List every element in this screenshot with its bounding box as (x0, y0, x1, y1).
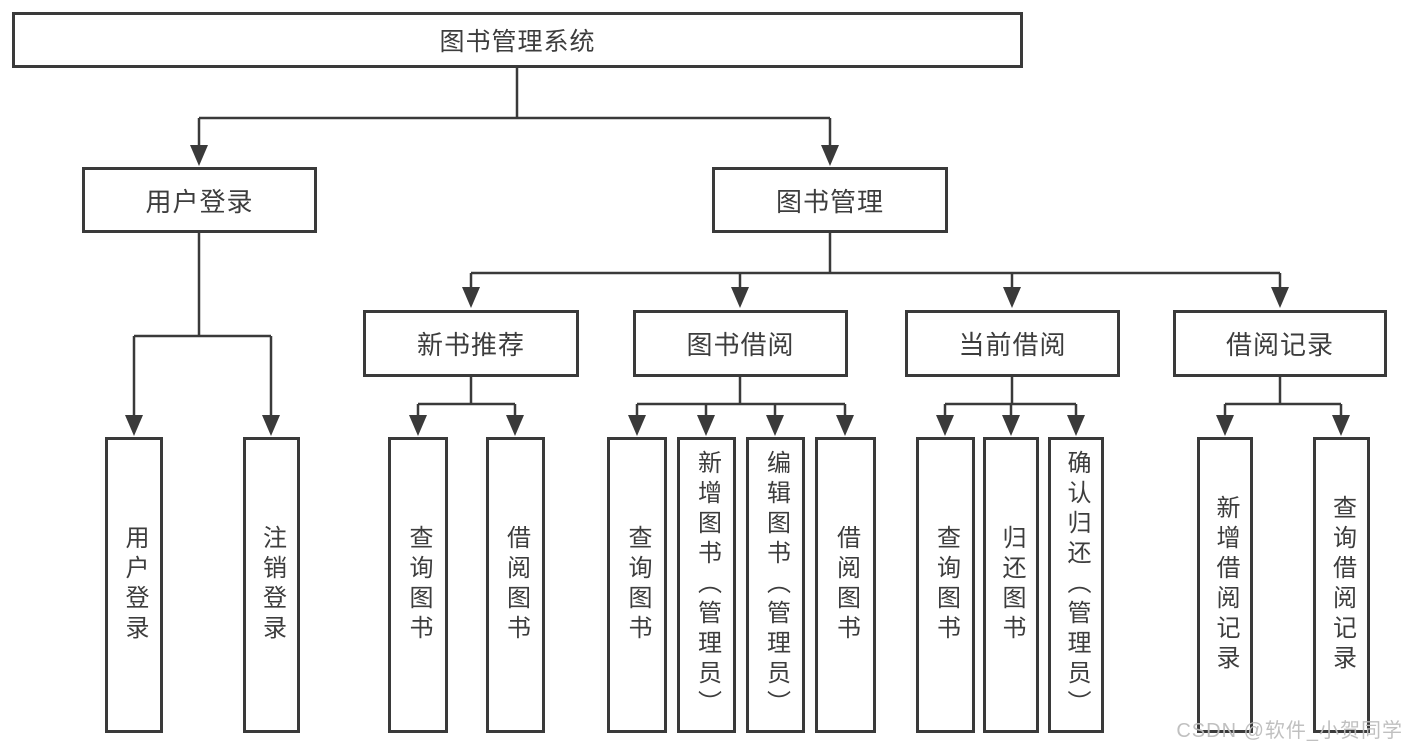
leaf-query-books-recommend: 查询图书 (388, 437, 448, 733)
leaf-query-borrow-record: 查询借阅记录 (1313, 437, 1370, 733)
node-current-borrow: 当前借阅 (905, 310, 1120, 377)
leaf-confirm-return-admin: 确认归还（管理员） (1048, 437, 1104, 733)
leaf-borrow-books-recommend: 借阅图书 (486, 437, 545, 733)
node-book-borrow: 图书借阅 (633, 310, 848, 377)
leaf-query-books-current: 查询图书 (916, 437, 975, 733)
leaf-user-login: 用户登录 (105, 437, 163, 733)
arrowhead-icons (125, 145, 1350, 436)
leaf-edit-book-admin: 编辑图书（管理员） (746, 437, 805, 733)
node-borrow-records: 借阅记录 (1173, 310, 1387, 377)
node-new-book-recommend: 新书推荐 (363, 310, 579, 377)
leaf-add-book-admin: 新增图书（管理员） (677, 437, 736, 733)
leaf-add-borrow-record: 新增借阅记录 (1197, 437, 1253, 733)
csdn-watermark: CSDN @软件_小贺同学 (1176, 720, 1403, 742)
node-root-system: 图书管理系统 (12, 12, 1023, 68)
node-user-login: 用户登录 (82, 167, 317, 233)
leaf-borrow-books: 借阅图书 (815, 437, 876, 733)
connector-lines (132, 68, 1343, 416)
leaf-query-books-borrow: 查询图书 (607, 437, 667, 733)
node-book-management: 图书管理 (712, 167, 948, 233)
leaf-logout: 注销登录 (243, 437, 300, 733)
leaf-return-book: 归还图书 (983, 437, 1039, 733)
